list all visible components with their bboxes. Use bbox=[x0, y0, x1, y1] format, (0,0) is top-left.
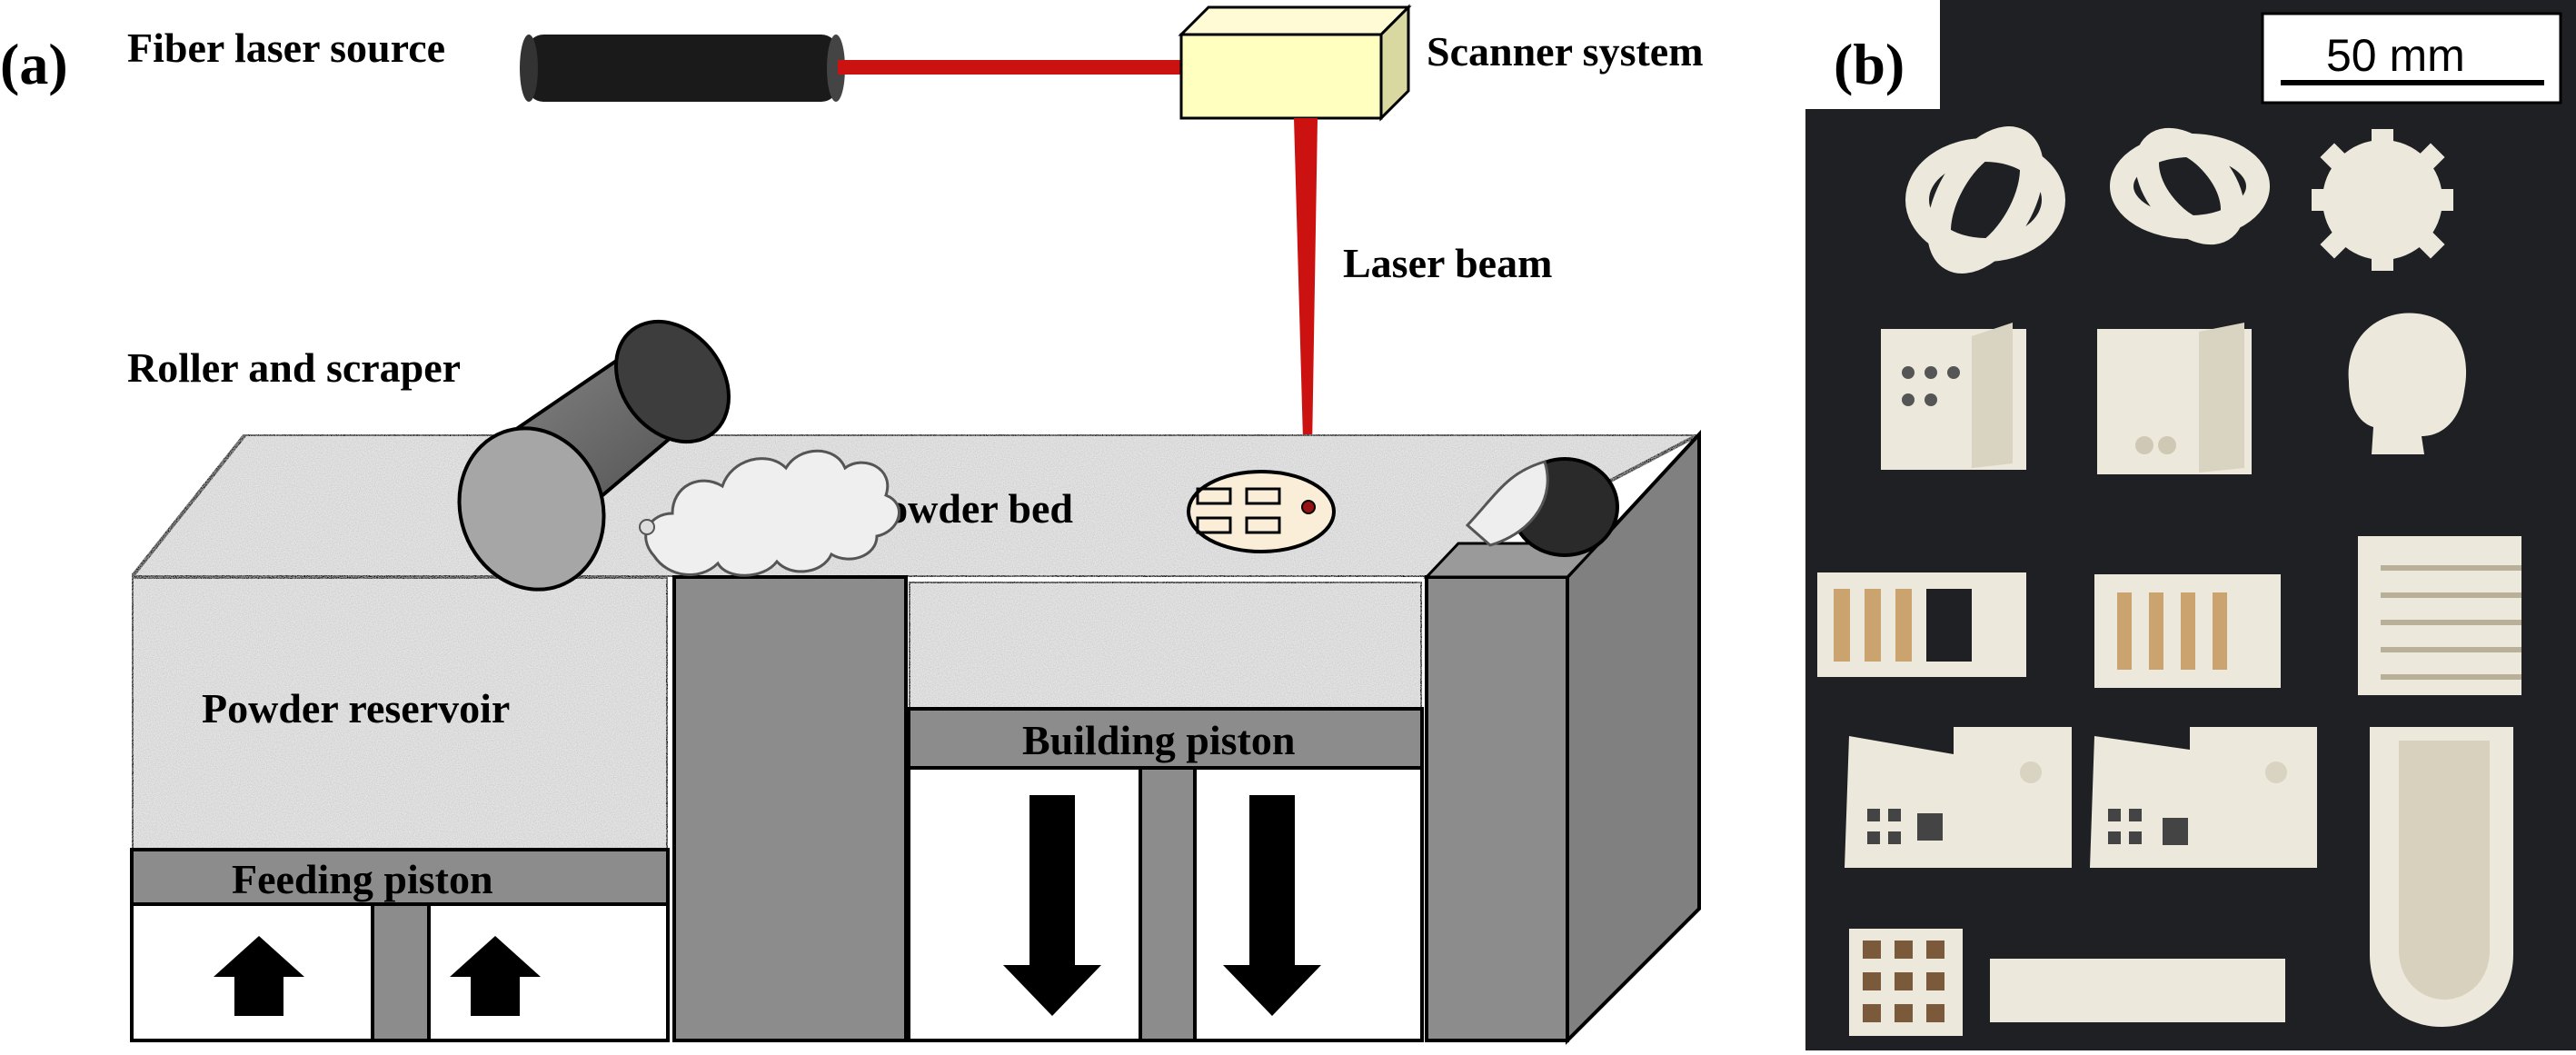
roller-and-scraper-label: Roller and scraper bbox=[127, 344, 461, 391]
part-bracket-1 bbox=[1845, 727, 2072, 868]
feeding-piston-label: Feeding piston bbox=[232, 856, 493, 902]
right-wall bbox=[1425, 575, 1569, 1042]
part-knot-1 bbox=[1905, 126, 2065, 274]
panel-b: (b) 50 mm bbox=[1805, 0, 2576, 1050]
fiber-laser-source bbox=[527, 35, 838, 102]
part-gear bbox=[2312, 129, 2453, 271]
building-piston-label: Building piston bbox=[1022, 717, 1295, 763]
feeding-piston bbox=[130, 848, 670, 906]
part-block-1 bbox=[1881, 323, 2026, 470]
part-bracket-2 bbox=[2090, 727, 2317, 868]
panel-a: (a) Fiber laser source Scanner system La… bbox=[0, 4, 1704, 1045]
building-piston-rod bbox=[1139, 766, 1197, 1042]
down-arrow-left bbox=[1003, 795, 1101, 1016]
part-head bbox=[2348, 313, 2467, 454]
powder-reservoir-label: Powder reservoir bbox=[202, 685, 510, 732]
building-piston bbox=[907, 707, 1424, 770]
fiber-laser-source-label: Fiber laser source bbox=[127, 25, 445, 71]
up-arrow-left bbox=[214, 936, 304, 1016]
part-fins-2 bbox=[2094, 574, 2281, 688]
scale-bar-line bbox=[2281, 80, 2544, 85]
laser-spot bbox=[1301, 500, 1316, 514]
laser-horizontal bbox=[838, 60, 1183, 75]
scale-bar-box bbox=[2261, 12, 2562, 105]
laser-beam-label: Laser beam bbox=[1343, 240, 1552, 286]
part-knot-2 bbox=[2110, 127, 2270, 245]
part-lattice-cube bbox=[1849, 929, 1963, 1036]
scanner-system-label: Scanner system bbox=[1427, 28, 1704, 75]
part-fins-3 bbox=[2358, 536, 2521, 695]
roller bbox=[457, 319, 731, 592]
build-area bbox=[1187, 470, 1336, 553]
scale-bar-label: 50 mm bbox=[2326, 30, 2465, 81]
powder-cloud-right bbox=[1465, 460, 1549, 547]
feeding-piston-rod bbox=[371, 902, 431, 1042]
part-bar bbox=[1990, 959, 2285, 1022]
panel-a-tag: (a) bbox=[0, 32, 68, 96]
up-arrow-right bbox=[450, 936, 541, 1016]
powder-cloud-left bbox=[644, 449, 900, 577]
build-chamber-powder bbox=[907, 580, 1424, 711]
powder-reservoir bbox=[130, 575, 670, 851]
part-fins-1 bbox=[1817, 572, 2026, 677]
down-arrow-right bbox=[1223, 795, 1321, 1016]
scanner-system bbox=[1178, 4, 1412, 122]
panel-b-tag: (b) bbox=[1834, 32, 1905, 96]
middle-wall bbox=[672, 575, 908, 1042]
laser-beam bbox=[1294, 118, 1318, 504]
part-block-2 bbox=[2097, 323, 2252, 474]
